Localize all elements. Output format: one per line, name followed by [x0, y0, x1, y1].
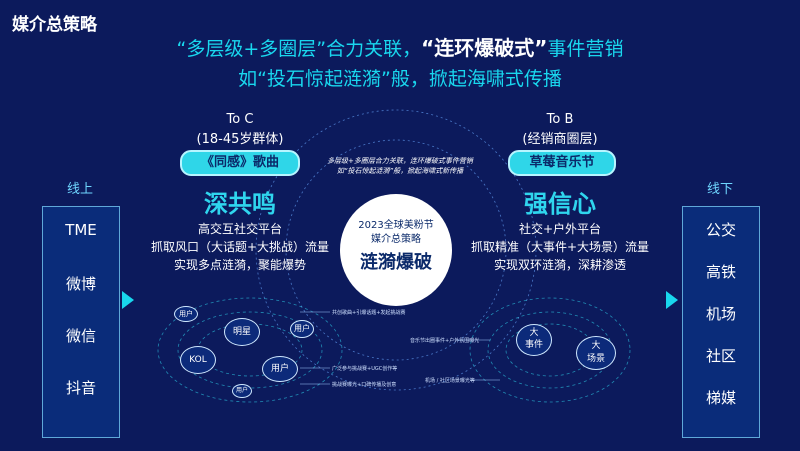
tob-desc-line: 社交+户外平台	[518, 222, 602, 236]
kol-node: KOL	[180, 346, 216, 374]
headline-line2: 如“投石惊起涟漪”般，掀起海啸式传播	[238, 68, 562, 90]
toc-subtitle: (18-45岁群体)	[196, 132, 284, 147]
toc-desc-line: 实现多点涟漪，聚能爆势	[173, 258, 306, 272]
big-scene-node: 大 场景	[576, 336, 616, 370]
toc-desc-line: 高交互社交平台	[197, 222, 282, 236]
online-label: 线上	[66, 182, 93, 197]
arrow-right-icon	[666, 291, 678, 309]
offline-channel-box: 公交 高铁 机场 社区 梯媒	[682, 206, 760, 438]
offline-item: 梯媒	[705, 389, 736, 407]
user-node: 用户	[262, 356, 298, 382]
tob-desc-line: 抓取精准（大事件+大场景）流量	[470, 240, 650, 254]
toc-headline: 深共鸣	[204, 190, 276, 218]
online-item: 微博	[65, 275, 96, 293]
page-title: 媒介总策略	[12, 15, 97, 35]
center-big: 涟漪爆破	[360, 252, 432, 273]
headline-part-b: “连环爆破式”	[421, 36, 548, 60]
tob-desc-line: 实现双环涟漪，深耕渗透	[493, 258, 626, 272]
center-line1: 2023全球美粉节	[358, 220, 434, 231]
headline-line1: “多层级+多圈层”合力关联，“连环爆破式”事件营销	[0, 32, 800, 61]
tob-desc: 社交+户外平台 抓取精准（大事件+大场景）流量 实现双环涟漪，深耕渗透	[445, 220, 675, 274]
callout-right: 机场 / 社区场景曝光等	[425, 378, 475, 384]
offline-item: 社区	[705, 347, 736, 365]
center-circle: 2023全球美粉节 媒介总策略 涟漪爆破	[340, 194, 452, 306]
online-item: 抖音	[65, 379, 96, 397]
offline-item: 高铁	[705, 263, 736, 281]
callout-right: 音乐节出圈事件+户外氛围曝光	[410, 338, 480, 344]
center-tagline-1: 多层级+多圈层合力关联，连环爆破式事件营销	[327, 157, 473, 165]
online-item: TME	[65, 221, 97, 239]
online-channel-box: TME 微博 微信 抖音	[42, 206, 120, 438]
user-node: 用户	[174, 306, 198, 322]
user-node: 用户	[232, 384, 252, 398]
offline-label: 线下	[706, 182, 733, 197]
tob-title: To B	[546, 112, 574, 127]
toc-title: To C	[226, 112, 254, 127]
tob-subtitle: (经销商圈层)	[522, 132, 598, 147]
big-event-node: 大 事件	[516, 324, 552, 356]
offline-item: 公交	[705, 221, 736, 239]
callout-left: 共创歌曲+引爆话题+发起挑战赛	[332, 310, 406, 316]
tob-headline: 强信心	[524, 190, 596, 218]
toc-pill: 《同感》歌曲	[180, 150, 300, 176]
offline-item: 机场	[705, 305, 736, 323]
tob-pill: 草莓音乐节	[508, 150, 616, 176]
callout-left: 挑战赛曝光+口碑传播及创意	[332, 382, 397, 388]
center-line2: 媒介总策略	[371, 234, 421, 245]
headline-part-a: “多层级+多圈层”合力关联，	[176, 38, 422, 60]
user-node: 用户	[290, 320, 314, 338]
center-tagline-2: 如“投石惊起涟漪”般，掀起海啸式新传播	[336, 167, 464, 175]
headline-part-c: 事件营销	[547, 38, 624, 60]
star-node: 明星	[224, 318, 260, 346]
callout-left: 广泛参与挑战赛+UGC创作等	[332, 366, 398, 372]
toc-desc-line: 抓取风口（大话题+大挑战）流量	[150, 240, 330, 254]
online-item: 微信	[65, 327, 96, 345]
toc-desc: 高交互社交平台 抓取风口（大话题+大挑战）流量 实现多点涟漪，聚能爆势	[125, 220, 355, 274]
arrow-right-icon	[122, 291, 134, 309]
